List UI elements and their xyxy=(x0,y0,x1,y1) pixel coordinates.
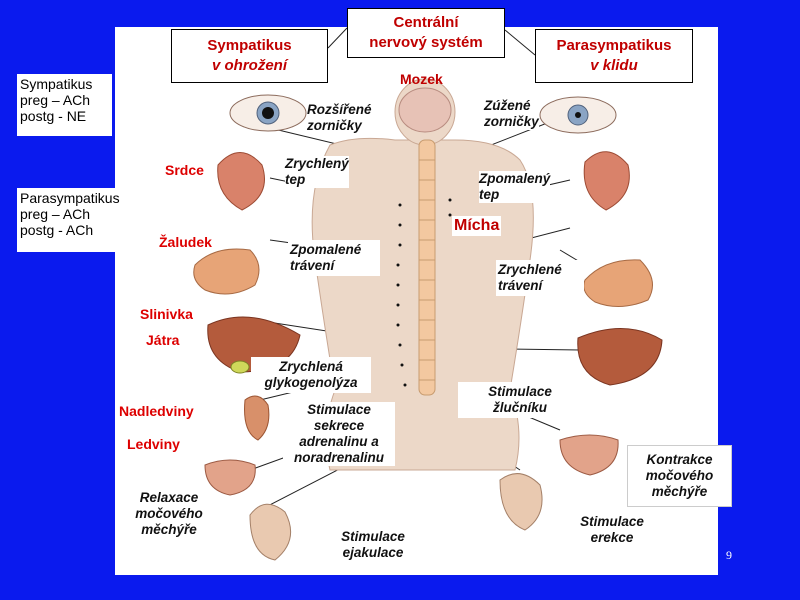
heart-right xyxy=(583,151,630,211)
effect-glycogenolysis-line1: Zrychlená xyxy=(279,359,343,374)
sympathetic-title: Sympatikus xyxy=(207,37,292,54)
gallbladder-left xyxy=(230,360,250,374)
effect-gallbladder-stimulation: Stimulace žlučníku xyxy=(458,382,582,418)
effect-ejaculation-line2: ejakulace xyxy=(342,545,404,560)
kidney-shape xyxy=(244,395,270,441)
bladder-right xyxy=(559,434,619,476)
stomach-left xyxy=(193,248,260,295)
effect-heart-faster-line1: Zrychlený xyxy=(285,156,349,171)
spinal-cord-shape xyxy=(418,139,436,396)
organ-pancreas-label: Slinivka xyxy=(140,306,193,322)
organ-kidneys-label: Ledviny xyxy=(127,436,180,452)
cns-box: Centrální nervový systém xyxy=(347,8,505,58)
sympathetic-subtitle: v ohrožení xyxy=(211,57,287,74)
effect-adrenaline-line2: sekrece xyxy=(313,418,365,433)
effect-adrenaline-secretion: Stimulace sekrece adrenalinu a noradrena… xyxy=(283,402,395,466)
ganglion-dots xyxy=(396,198,452,387)
parasympathetic-note-line2: preg – ACh xyxy=(20,206,91,222)
sympathetic-note-line1: Sympatikus xyxy=(20,76,93,92)
organ-adrenal-label: Nadledviny xyxy=(117,403,196,419)
effect-heart-slower-line1: Zpomalený xyxy=(479,171,551,186)
parasympathetic-note: Parasympatikus preg – ACh postg - ACh xyxy=(17,188,135,252)
bladder-left xyxy=(204,459,256,496)
parasympathetic-title: Parasympatikus xyxy=(556,37,672,54)
eye-right xyxy=(539,96,617,134)
effect-pupils-dilated-line1: Rozšířené xyxy=(307,102,372,117)
effect-pupils-dilated: Rozšířené zorničky xyxy=(307,102,372,134)
spinal-cord-label: Mícha xyxy=(452,216,502,236)
effect-bladder-contraction-line2: močového xyxy=(645,468,714,483)
effect-heart-slower-line2: tep xyxy=(479,187,500,202)
effect-bladder-relaxation: Relaxace močového měchýře xyxy=(124,490,214,538)
vertebra-lines xyxy=(419,159,435,381)
effect-glycogenolysis-line2: glykogenolýza xyxy=(264,375,358,390)
effect-erection: Stimulace erekce xyxy=(568,514,656,546)
effect-digestion-slower-line1: Zpomalené xyxy=(290,242,362,257)
effect-adrenaline-line3: adrenalinu a xyxy=(299,434,379,449)
effect-bladder-relaxation-line1: Relaxace xyxy=(139,490,199,505)
effect-bile-line2: žlučníku xyxy=(492,400,547,415)
effect-glycogenolysis: Zrychlená glykogenolýza xyxy=(251,357,371,393)
effect-digestion-faster: Zrychlené trávení xyxy=(496,260,584,296)
sympathetic-note: Sympatikus preg – ACh postg - NE xyxy=(17,74,112,136)
effect-bladder-contraction: Kontrakce močového měchýře xyxy=(627,445,732,507)
parasympathetic-note-line1: Parasympatikus xyxy=(20,190,120,206)
effect-digestion-slower-line2: trávení xyxy=(290,258,335,273)
sympathetic-note-line3: postg - NE xyxy=(20,108,87,124)
effect-bladder-relaxation-line2: močového xyxy=(135,506,203,521)
cns-line2: nervový systém xyxy=(369,34,483,51)
page-number: 9 xyxy=(726,548,732,562)
effect-bladder-relaxation-line3: měchýře xyxy=(141,522,197,537)
cns-line1: Centrální xyxy=(393,14,459,31)
effect-digestion-faster-line2: trávení xyxy=(498,278,543,293)
effect-pupils-constricted: Zúžené zorničky xyxy=(484,98,539,130)
reproductive-right xyxy=(499,473,543,531)
effect-adrenaline-line4: noradrenalinu xyxy=(293,450,384,465)
effect-erection-line1: Stimulace xyxy=(580,514,644,529)
effect-pupils-dilated-line2: zorničky xyxy=(307,118,362,133)
parasympathetic-note-line3: postg - ACh xyxy=(20,222,94,238)
eye-left xyxy=(229,94,307,132)
heart-left xyxy=(217,152,265,211)
effect-bladder-contraction-line1: Kontrakce xyxy=(646,452,713,467)
liver-right xyxy=(577,328,663,386)
parasympathetic-box: Parasympatikus v klidu xyxy=(535,29,693,83)
effect-bladder-contraction-line3: měchýře xyxy=(651,484,708,499)
effect-adrenaline-line1: Stimulace xyxy=(307,402,371,417)
stomach-right xyxy=(583,259,653,307)
reproductive-left xyxy=(249,503,292,561)
brain-label: Mozek xyxy=(400,71,443,87)
brain-shape xyxy=(398,87,452,133)
effect-heart-slower: Zpomalený tep xyxy=(479,171,551,203)
organ-stomach-label: Žaludek xyxy=(159,234,212,250)
effect-ejaculation: Stimulace ejakulace xyxy=(328,529,418,561)
sympathetic-box: Sympatikus v ohrožení xyxy=(171,29,328,83)
parasympathetic-subtitle: v klidu xyxy=(590,57,638,74)
sympathetic-note-line2: preg – ACh xyxy=(20,92,91,108)
effect-ejaculation-line1: Stimulace xyxy=(341,529,405,544)
organ-liver-label: Játra xyxy=(146,332,180,348)
effect-erection-line2: erekce xyxy=(590,530,634,545)
organ-heart-label: Srdce xyxy=(165,162,204,178)
effect-digestion-slower: Zpomalené trávení xyxy=(288,240,380,276)
effect-bile-line1: Stimulace xyxy=(488,384,552,399)
effect-heart-faster-line2: tep xyxy=(285,172,306,187)
effect-pupils-constricted-line2: zorničky xyxy=(484,114,539,129)
effect-digestion-faster-line1: Zrychlené xyxy=(498,262,562,277)
effect-heart-faster: Zrychlený tep xyxy=(285,156,349,188)
effect-pupils-constricted-line1: Zúžené xyxy=(484,98,531,113)
